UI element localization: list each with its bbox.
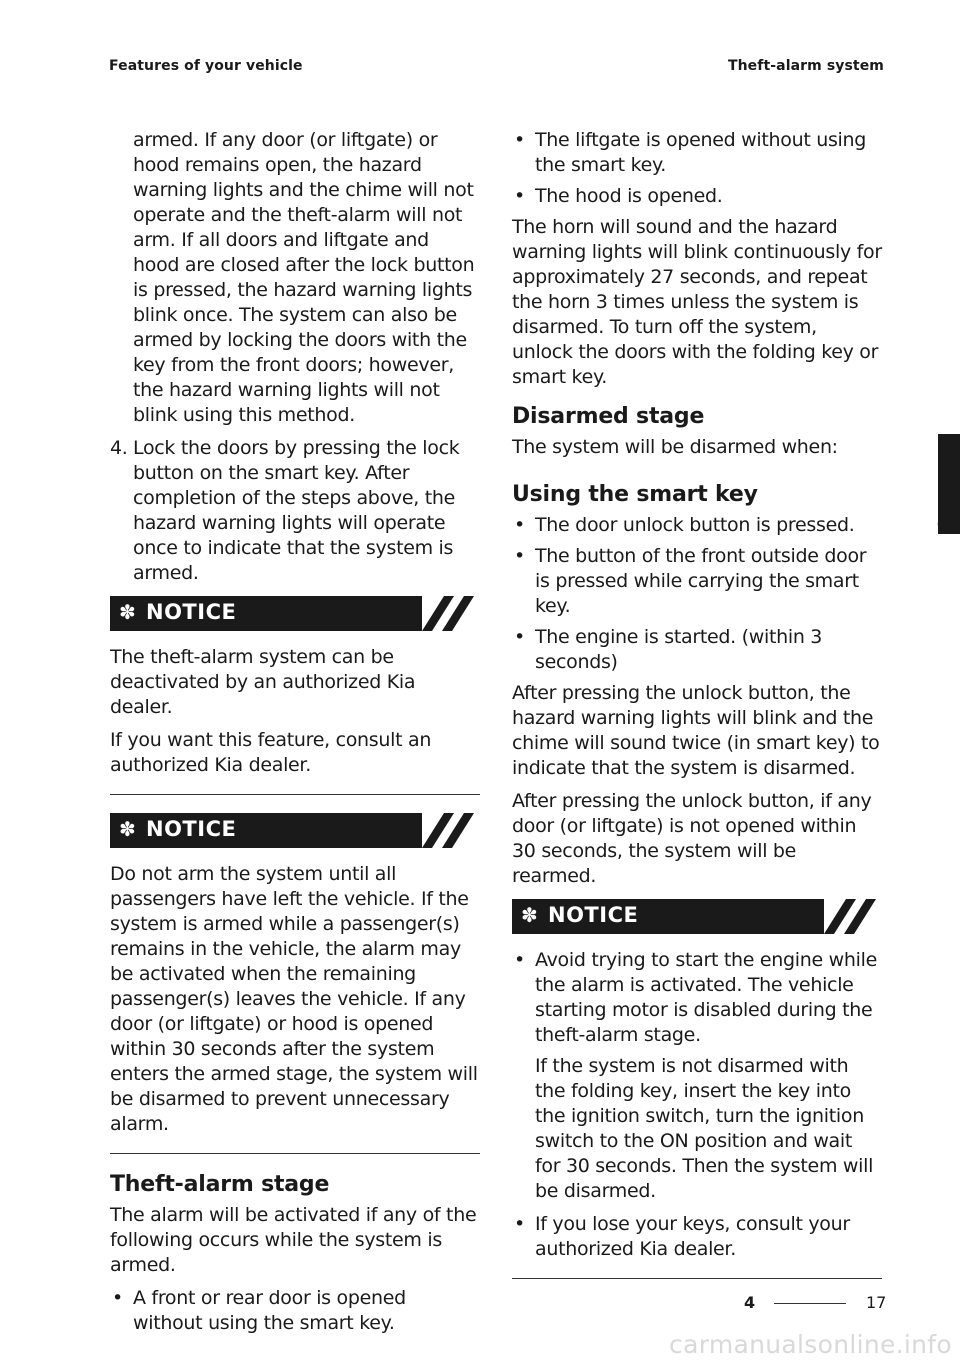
bullet-item: • If you lose your keys, consult your au…: [512, 1212, 882, 1262]
bullet-icon: •: [514, 185, 525, 207]
bullet-text: Avoid trying to start the engine while t…: [535, 949, 877, 1046]
bullet-icon: •: [514, 129, 525, 151]
bullet-text: The door unlock button is pressed.: [535, 514, 855, 536]
header-topic-title: Theft-alarm system: [727, 58, 884, 74]
notice-label: NOTICE: [146, 600, 237, 624]
bullet-icon: •: [514, 1213, 525, 1235]
notice-asterisk-icon: ✽: [521, 903, 538, 927]
watermark: carmanualsonline.info: [669, 1330, 952, 1359]
section-intro: The system will be disarmed when:: [512, 436, 838, 458]
notice-paragraph: The theft-alarm system can be deactivate…: [110, 646, 416, 718]
body-paragraph: After pressing the unlock button, the ha…: [512, 682, 880, 779]
bullet-item: • Avoid trying to start the engine while…: [512, 948, 882, 1048]
step-4: 4. Lock the doors by pressing the lock b…: [110, 436, 480, 586]
chapter-tab-number: 4: [937, 512, 950, 533]
bullet-text: The hood is opened.: [535, 185, 723, 207]
notice-asterisk-icon: ✽: [119, 600, 136, 624]
notice-banner: ✽ NOTICE: [512, 899, 882, 934]
footer-page-number: 17: [866, 1293, 887, 1312]
section-intro: The alarm will be activated if any of th…: [110, 1204, 477, 1276]
notice-label: NOTICE: [146, 817, 237, 841]
left-column: armed. If any door (or liftgate) or hood…: [110, 128, 480, 1342]
section-heading: Disarmed stage: [512, 404, 705, 429]
bullet-item: • A front or rear door is opened without…: [110, 1286, 480, 1336]
divider: [512, 1278, 882, 1279]
notice-label: NOTICE: [548, 903, 639, 927]
bullet-text: The liftgate is opened without using the…: [535, 129, 867, 176]
notice-paragraph: Do not arm the system until all passenge…: [110, 863, 478, 1135]
chapter-tab: [938, 434, 960, 534]
bullet-subparagraph: If the system is not disarmed with the f…: [535, 1055, 874, 1202]
bullet-icon: •: [514, 545, 525, 567]
step-number: 4.: [110, 437, 128, 459]
footer-rule: [774, 1303, 846, 1304]
body-paragraph: After pressing the unlock button, if any…: [512, 790, 872, 887]
bullet-item: • The liftgate is opened without using t…: [512, 128, 882, 178]
bullet-icon: •: [514, 514, 525, 536]
bullet-item: • The button of the front outside door i…: [512, 544, 882, 619]
bullet-text: If you lose your keys, consult your auth…: [535, 1213, 850, 1260]
bullet-item: • The engine is started. (within 3 secon…: [512, 625, 882, 675]
step-text: Lock the doors by pressing the lock butt…: [133, 437, 460, 584]
body-paragraph: The horn will sound and the hazard warni…: [512, 216, 882, 388]
notice-paragraph: If you want this feature, consult an aut…: [110, 729, 432, 776]
bullet-text: The engine is started. (within 3 seconds…: [535, 626, 823, 673]
notice-asterisk-icon: ✽: [119, 817, 136, 841]
bullet-text: A front or rear door is opened without u…: [133, 1287, 406, 1334]
bullet-icon: •: [112, 1287, 123, 1309]
bullet-icon: •: [514, 626, 525, 648]
footer-chapter-number: 4: [744, 1293, 756, 1312]
subsection-heading: Using the smart key: [512, 482, 758, 507]
notice-banner: ✽ NOTICE: [110, 813, 480, 848]
bullet-item: • The door unlock button is pressed.: [512, 513, 882, 538]
header-section-title: Features of your vehicle: [109, 58, 303, 74]
notice-slash-icon: [422, 813, 480, 848]
right-column: • The liftgate is opened without using t…: [512, 128, 882, 1297]
notice-slash-icon: [422, 596, 480, 631]
divider: [110, 794, 480, 795]
divider: [110, 1153, 480, 1154]
bullet-text: The button of the front outside door is …: [535, 545, 867, 617]
notice-banner: ✽ NOTICE: [110, 596, 480, 631]
continued-paragraph: armed. If any door (or liftgate) or hood…: [133, 129, 475, 426]
bullet-icon: •: [514, 949, 525, 971]
bullet-item: • The hood is opened.: [512, 184, 882, 209]
notice-slash-icon: [824, 899, 882, 934]
section-heading: Theft-alarm stage: [110, 1172, 330, 1197]
